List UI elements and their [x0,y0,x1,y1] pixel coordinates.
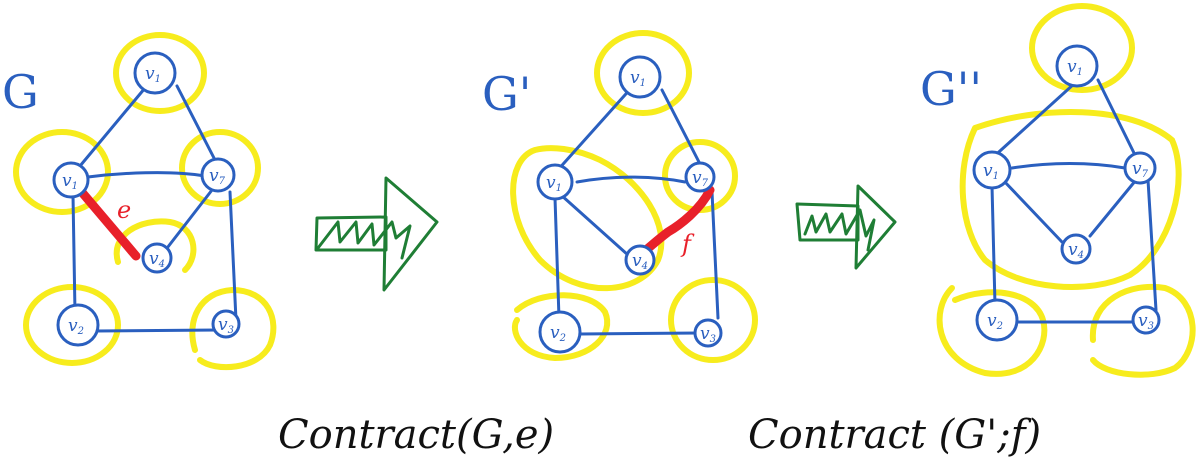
node-mid-left: v1 [536,163,574,201]
node-center: v4 [1060,233,1092,265]
contract-edge-f [641,185,715,255]
edge-midleft-center [559,193,630,257]
edge-midleft-bottomleft [71,193,77,315]
edge-top-midleft [554,84,635,174]
group-top [594,30,692,116]
svg-text:v7: v7 [1132,159,1149,180]
group-bottom-right [1089,283,1196,378]
graph-title-g: G [2,65,39,119]
group-middle-merged [959,109,1182,290]
svg-text:v1: v1 [145,64,161,85]
node-bottom-left: v2 [975,298,1019,342]
svg-text:v1: v1 [630,68,646,89]
node-mid-left: v1 [52,161,90,199]
svg-text:v7: v7 [692,168,709,189]
edge-midleft-center [1001,178,1064,244]
edge-midright-bottomright [1146,178,1158,312]
edge-label-e: e [117,196,131,224]
edge-top-midleft [988,81,1077,162]
edge-bottomleft-bottomright [94,328,220,333]
edge-midright-bottomright [710,190,720,320]
node-mid-left: v1 [972,150,1012,190]
group-bottom-right [189,286,277,371]
node-bottom-left: v2 [538,310,582,354]
edge-midleft-bottomleft [990,184,997,307]
edge-midleft-bottomleft [553,196,561,320]
edge-top-midleft [73,80,152,174]
node-bottom-right: v3 [211,309,241,339]
graph-g-double-prime: G'' v1 v1 v7 v4 v2 v3 [920,3,1196,378]
svg-text:v1: v1 [546,173,562,194]
graph-g-prime: G' f v1 v1 v7 v4 v2 v3 [482,30,758,363]
svg-text:v4: v4 [149,249,165,270]
edge-midleft-midright [1010,162,1127,170]
node-mid-right: v7 [200,157,236,193]
svg-text:v2: v2 [550,323,566,344]
edge-midright-center [162,188,214,254]
group-bottom-left [23,284,121,366]
node-top: v1 [133,51,177,95]
svg-text:v3: v3 [218,315,234,336]
edge-midright-bottomright [228,190,238,322]
group-top [1029,3,1135,93]
edge-midleft-midright [575,175,687,184]
edge-top-midright [660,88,702,166]
graph-title-g-double-prime: G'' [920,62,982,116]
node-mid-right: v7 [684,161,716,193]
node-center: v4 [624,244,656,276]
caption-contract-g-e: Contract(G,e) [278,412,554,458]
graph-title-g-prime: G' [482,67,531,121]
edge-midleft-midright [86,171,207,179]
node-mid-right: v7 [1123,151,1157,185]
svg-text:v3: v3 [700,324,716,345]
node-top: v1 [618,55,662,99]
node-bottom-left: v2 [56,303,100,347]
group-bottom-left [936,285,1048,377]
group-mid-left [13,129,111,215]
svg-text:v2: v2 [987,311,1003,332]
svg-text:v4: v4 [1068,240,1084,261]
svg-text:v1: v1 [983,161,999,182]
group-mid-right [179,129,261,207]
svg-text:v2: v2 [68,316,84,337]
graph-g: G e v1 v1 v7 v4 v2 v3 [2,32,277,371]
edge-label-f: f [680,230,695,258]
group-top [113,32,207,114]
arrow-right-icon [314,176,439,292]
svg-text:v1: v1 [62,171,78,192]
node-center: v4 [141,242,173,274]
node-top: v1 [1055,44,1099,88]
edge-bottomleft-bottomright [578,331,702,336]
svg-text:v3: v3 [1138,311,1154,332]
svg-text:v1: v1 [1067,57,1083,78]
node-bottom-right: v3 [1131,305,1161,335]
edge-midright-center [1088,178,1138,238]
edge-top-midright [1096,78,1137,157]
arrow-right-icon [795,184,897,270]
svg-text:v4: v4 [632,251,648,272]
svg-text:v7: v7 [209,166,226,187]
contract-edge-e [75,185,141,261]
node-bottom-right: v3 [693,318,723,348]
edge-top-midright [175,84,217,162]
group-bottom-right [668,277,758,363]
caption-contract-gprime-f: Contract (G';f) [748,412,1041,458]
